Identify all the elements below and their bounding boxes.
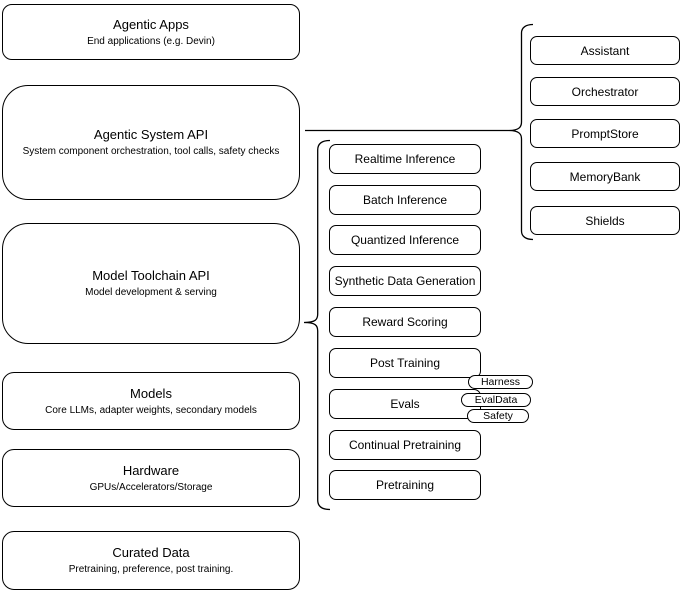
evals-tag-harness: Harness (468, 375, 533, 389)
toolchain-brace (303, 139, 331, 511)
component-label: PromptStore (571, 126, 639, 141)
box-title: Curated Data (112, 545, 190, 560)
toolchain-item-realtime-inference: Realtime Inference (329, 144, 481, 174)
component-label: Orchestrator (571, 84, 639, 99)
toolchain-item-batch-inference: Batch Inference (329, 185, 481, 215)
evals-tag-label: Safety (483, 409, 513, 422)
box-title: Models (130, 385, 172, 401)
evals-tag-safety: Safety (467, 409, 529, 423)
box-subtitle: Core LLMs, adapter weights, secondary mo… (45, 404, 257, 416)
box-subtitle: Pretraining, preference, post training. (68, 564, 234, 575)
box-title: Hardware (122, 462, 180, 478)
toolchain-item-pretraining: Pretraining (329, 470, 481, 500)
box-title: Agentic System API (93, 127, 209, 142)
toolchain-item-label: Batch Inference (362, 193, 448, 207)
box-subtitle: Model development & serving (85, 287, 217, 298)
component-shields: Shields (530, 206, 680, 235)
toolchain-item-reward-scoring: Reward Scoring (329, 307, 481, 337)
box-agentic-apps: Agentic Apps End applications (e.g. Devi… (2, 4, 300, 60)
box-agentic-system-api: Agentic System API System component orch… (2, 85, 300, 200)
toolchain-item-evals: Evals (329, 389, 481, 419)
box-subtitle: System component orchestration, tool cal… (22, 146, 280, 157)
box-subtitle: GPUs/Accelerators/Storage (89, 481, 213, 493)
box-subtitle: End applications (e.g. Devin) (87, 35, 215, 47)
component-memorybank: MemoryBank (530, 162, 680, 191)
box-curated-data: Curated Data Pretraining, preference, po… (2, 531, 300, 590)
box-title: Agentic Apps (113, 16, 189, 32)
evals-tag-label: EvalData (474, 393, 518, 406)
component-promptstore: PromptStore (530, 119, 680, 148)
toolchain-item-label: Pretraining (375, 478, 435, 492)
toolchain-item-label: Quantized Inference (350, 233, 460, 247)
toolchain-item-label: Evals (390, 397, 420, 411)
box-hardware: Hardware GPUs/Accelerators/Storage (2, 449, 300, 507)
toolchain-item-label: Synthetic Data Generation (334, 274, 476, 288)
system-components-brace (508, 23, 534, 241)
component-label: Assistant (580, 43, 630, 58)
toolchain-item-label: Reward Scoring (362, 315, 448, 329)
component-label: MemoryBank (569, 169, 641, 184)
component-label: Shields (585, 213, 625, 228)
evals-tag-label: Harness (480, 375, 521, 388)
box-model-toolchain-api: Model Toolchain API Model development & … (2, 223, 300, 344)
toolchain-item-label: Continual Pretraining (348, 438, 462, 452)
box-title: Model Toolchain API (92, 268, 210, 283)
evals-tag-evaldata: EvalData (461, 393, 531, 407)
toolchain-item-quantized-inference: Quantized Inference (329, 225, 481, 255)
toolchain-item-label: Realtime Inference (354, 152, 456, 166)
toolchain-item-continual-pretraining: Continual Pretraining (329, 430, 481, 460)
box-models: Models Core LLMs, adapter weights, secon… (2, 372, 300, 430)
component-assistant: Assistant (530, 36, 680, 65)
toolchain-item-post-training: Post Training (329, 348, 481, 378)
component-orchestrator: Orchestrator (530, 77, 680, 106)
toolchain-item-label: Post Training (369, 356, 441, 370)
toolchain-item-synthetic-data-generation: Synthetic Data Generation (329, 266, 481, 296)
